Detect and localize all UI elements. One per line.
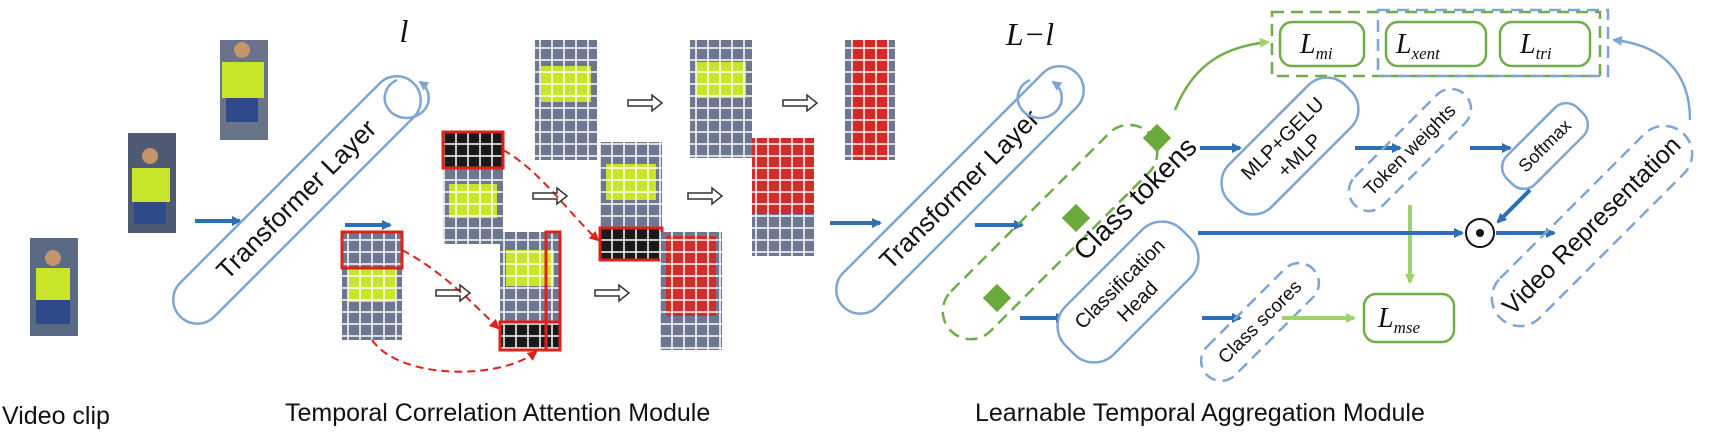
class-token-3	[1142, 123, 1172, 153]
hollow-arrow-1	[435, 283, 472, 303]
caption-video-clip: Video clip	[2, 402, 110, 430]
video-frame-2	[128, 133, 176, 233]
arrow-softmax-to-dot	[1496, 188, 1532, 224]
loss-mse-main: L	[1377, 303, 1394, 334]
svg-text:Lmse: Lmse	[1377, 303, 1420, 337]
loss-mse-box: Lmse	[1362, 292, 1456, 344]
arrow-tokens-to-lmi	[1173, 37, 1270, 111]
patch-grid-a	[340, 230, 404, 340]
hollow-arrow-4	[687, 186, 724, 206]
svg-text:Ltri: Ltri	[1519, 29, 1552, 63]
svg-text:Lmi: Lmi	[1299, 29, 1333, 63]
transformer-layer-2-label: Transformer Layer	[873, 103, 1045, 275]
elementwise-product-operator	[1465, 218, 1495, 248]
loss-xent-sub: xent	[1411, 44, 1442, 63]
classification-head-box: Classification Head	[1056, 220, 1200, 364]
loss-tri-box: Ltri	[1498, 20, 1592, 68]
repeat-l-label: l	[400, 13, 409, 49]
loss-tri-main: L	[1519, 29, 1536, 60]
hollow-arrow-2	[594, 283, 631, 303]
caption-tcam: Temporal Correlation Attention Module	[285, 399, 710, 427]
patch-grid-c	[498, 230, 562, 352]
patch-grid-h	[752, 138, 814, 256]
patch-grid-e	[598, 142, 664, 262]
hollow-arrow-3	[532, 186, 569, 206]
hollow-arrow-6	[782, 93, 819, 113]
hollow-arrow-5	[627, 93, 664, 113]
loss-mi-box: Lmi	[1278, 20, 1366, 68]
red-dashed-arrow-1	[401, 249, 500, 330]
class-token-1	[982, 283, 1012, 313]
token-weights-label: Token weights	[1360, 100, 1460, 200]
patch-grid-g	[690, 40, 752, 158]
loss-mse-sub: mse	[1394, 318, 1421, 337]
patch-grid-i	[845, 40, 895, 160]
loss-tri-sub: tri	[1536, 44, 1552, 63]
patch-grid-f	[660, 232, 722, 350]
repeat-L-minus-l-label: L−l	[1005, 16, 1054, 52]
loss-mi-sub: mi	[1316, 44, 1333, 63]
arrow-video-rep-to-losses	[1612, 35, 1692, 121]
video-frame-3	[220, 40, 268, 140]
class-token-2	[1061, 203, 1091, 233]
red-dashed-arrow-3	[371, 339, 538, 373]
patch-grid-b	[441, 130, 505, 244]
loop-arrow-1	[383, 78, 430, 120]
svg-text:Lxent: Lxent	[1395, 29, 1441, 63]
caption-ltam: Learnable Temporal Aggregation Module	[975, 399, 1425, 427]
loop-arrow-2	[1016, 78, 1063, 120]
class-scores-box: Class scores	[1199, 261, 1321, 383]
class-scores-label: Class scores	[1214, 276, 1306, 368]
softmax-box: Softmax	[1500, 101, 1590, 191]
video-frame-1	[30, 238, 78, 336]
loss-xent-tri-dashed-group	[1376, 8, 1610, 78]
patch-grid-d	[535, 40, 597, 160]
loss-xent-box: Lxent	[1384, 20, 1488, 68]
loss-xent-main: L	[1395, 29, 1412, 60]
red-dashed-arrow-2	[502, 149, 600, 242]
loss-mi-main: L	[1299, 29, 1316, 60]
